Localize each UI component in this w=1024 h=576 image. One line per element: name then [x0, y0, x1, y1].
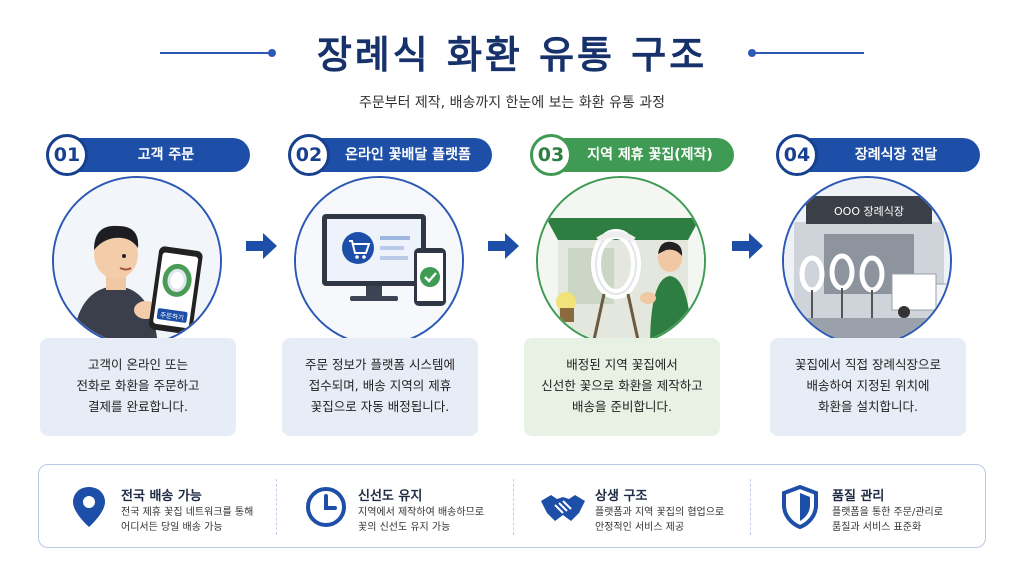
customer-illustration: 주문하기: [52, 176, 222, 346]
features-panel: 전국 배송 가능 전국 제휴 꽃집 네트워크를 통해 어디서든 당일 배송 가능…: [38, 464, 986, 548]
feature-nationwide-delivery: 전국 배송 가능 전국 제휴 꽃집 네트워크를 통해 어디서든 당일 배송 가능: [39, 465, 276, 549]
step-description: 배정된 지역 꽃집에서 신선한 꽃으로 화환을 제작하고 배송을 준비합니다.: [524, 338, 720, 436]
feature-divider: [750, 479, 751, 535]
page-subtitle: 주문부터 제작, 배송까지 한눈에 보는 화환 유통 과정: [358, 95, 666, 111]
desc-line: 배송하여 지정된 위치에: [806, 378, 930, 393]
location-pin-icon: [73, 487, 105, 527]
order-button-text: 주문하기: [160, 310, 185, 322]
flow-arrow-icon: [246, 233, 277, 259]
desc-line: 꽃의 신선도 유지 가능: [358, 522, 451, 533]
page-title: 장례식 화환 유통 구조: [316, 33, 708, 77]
step-label: 온라인 꽃배달 플랫폼: [302, 138, 492, 172]
desc-line: 화환을 설치합니다.: [818, 399, 918, 414]
feature-description: 플랫폼과 지역 꽃집의 협업으로 안정적인 서비스 제공: [595, 505, 724, 535]
title-decoration-right: [748, 49, 864, 57]
desc-line: 어디서든 당일 배송 가능: [121, 522, 223, 533]
feature-description: 지역에서 제작하여 배송하므로 꽃의 신선도 유지 가능: [358, 505, 484, 535]
desc-line: 전국 제휴 꽃집 네트워크를 통해: [121, 507, 254, 518]
feature-title: 신선도 유지: [358, 489, 423, 504]
florist-illustration: [536, 176, 706, 346]
step-label: 지역 제휴 꽃집(제작): [544, 138, 734, 172]
feature-divider: [276, 479, 277, 535]
desc-line: 플랫폼과 지역 꽃집의 협업으로: [595, 507, 725, 518]
feature-coexistence: 상생 구조 플랫폼과 지역 꽃집의 협업으로 안정적인 서비스 제공: [513, 465, 750, 549]
desc-line: 결제를 완료합니다.: [88, 399, 188, 414]
shield-icon: [782, 484, 818, 530]
step-label: 고객 주문: [60, 138, 250, 172]
step-number: 01: [46, 134, 88, 176]
feature-title: 상생 구조: [595, 489, 648, 504]
clock-icon: [306, 487, 346, 527]
step-description: 주문 정보가 플랫폼 시스템에 접수되며, 배송 지역의 제휴 꽃집으로 자동 …: [282, 338, 478, 436]
step-number: 04: [776, 134, 818, 176]
step-description: 고객이 온라인 또는 전화로 화환을 주문하고 결제를 완료합니다.: [40, 338, 236, 436]
step-number: 03: [530, 134, 572, 176]
desc-line: 접수되며, 배송 지역의 제휴: [308, 378, 452, 393]
desc-line: 주문 정보가 플랫폼 시스템에: [305, 357, 455, 372]
feature-title: 품질 관리: [832, 489, 885, 504]
handshake-icon: [541, 495, 585, 521]
step-label: 장례식장 전달: [790, 138, 980, 172]
feature-divider: [513, 479, 514, 535]
desc-line: 배정된 지역 꽃집에서: [566, 357, 678, 372]
desc-line: 신선한 꽃으로 화환을 제작하고: [541, 378, 703, 393]
desc-line: 고객이 온라인 또는: [88, 357, 188, 372]
feature-quality-control: 품질 관리 플랫폼을 통한 주문/관리로 품질과 서비스 표준화: [750, 465, 987, 549]
desc-line: 꽃집에서 직접 장례식장으로: [795, 357, 941, 372]
flow-arrow-icon: [732, 233, 763, 259]
title-decoration-left: [160, 49, 276, 57]
feature-title: 전국 배송 가능: [121, 489, 202, 504]
feature-freshness: 신선도 유지 지역에서 제작하여 배송하므로 꽃의 신선도 유지 가능: [276, 465, 513, 549]
feature-description: 전국 제휴 꽃집 네트워크를 통해 어디서든 당일 배송 가능: [121, 505, 253, 535]
title-row: 장례식 화환 유통 구조: [0, 24, 1024, 84]
desc-line: 꽃집으로 자동 배정됩니다.: [310, 399, 450, 414]
desc-line: 전화로 화환을 주문하고: [76, 378, 200, 393]
funeral-hall-sign: OOO 장례식장: [834, 205, 904, 218]
feature-description: 플랫폼을 통한 주문/관리로 품질과 서비스 표준화: [832, 505, 943, 535]
flow-arrow-icon: [488, 233, 519, 259]
step-description: 꽃집에서 직접 장례식장으로 배송하여 지정된 위치에 화환을 설치합니다.: [770, 338, 966, 436]
funeral-hall-illustration: OOO 장례식장: [782, 176, 952, 346]
desc-line: 플랫폼을 통한 주문/관리로: [832, 507, 943, 518]
platform-illustration: [294, 176, 464, 346]
step-number: 02: [288, 134, 330, 176]
desc-line: 안정적인 서비스 제공: [595, 522, 685, 533]
desc-line: 배송을 준비합니다.: [572, 399, 672, 414]
desc-line: 품질과 서비스 표준화: [832, 522, 922, 533]
desc-line: 지역에서 제작하여 배송하므로: [358, 507, 484, 518]
